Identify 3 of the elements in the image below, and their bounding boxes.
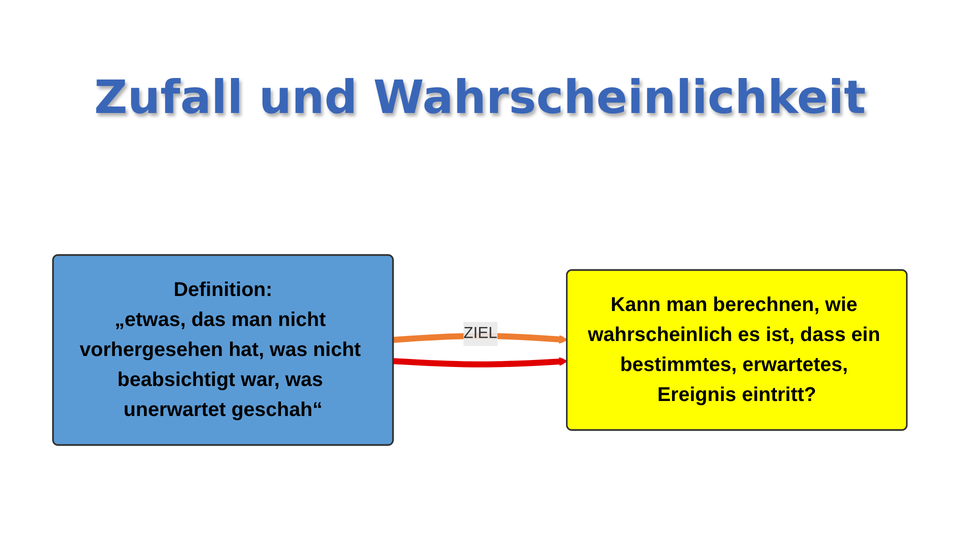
arrow: [393, 357, 568, 368]
edge-label: ZIEL: [464, 325, 498, 342]
title: Zufall und Wahrscheinlichkeit: [93, 70, 867, 124]
